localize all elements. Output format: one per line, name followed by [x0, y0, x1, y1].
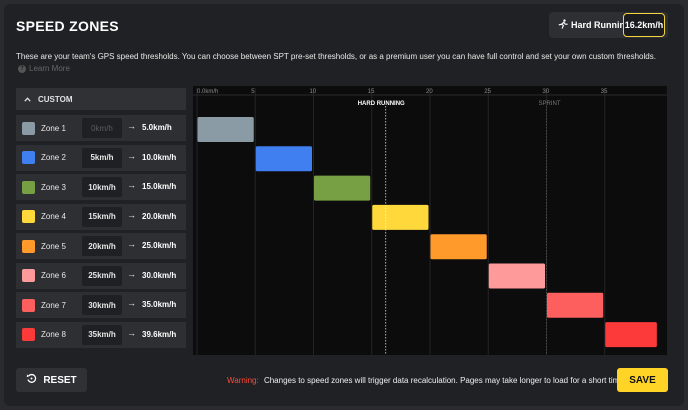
zone-bar [547, 292, 604, 318]
zone-bar [605, 322, 657, 348]
warning-message: Warning: Changes to speed zones will tri… [227, 376, 626, 385]
x-tick-label: 10 [310, 89, 317, 95]
x-tick-label: 25 [484, 89, 491, 95]
zone-bar [197, 117, 254, 142]
arrow-right-icon: → [127, 239, 136, 249]
zone-name: Zone 7 [41, 300, 66, 310]
zone-bar [488, 263, 545, 289]
zone-from-input: 0km/h [82, 118, 122, 138]
zone-bar [314, 175, 371, 201]
preset-label: CUSTOM [38, 94, 73, 104]
arrow-right-icon: → [127, 150, 136, 161]
learn-more-label: Learn More [29, 64, 70, 73]
zone-to-value: 25.0km/h [142, 241, 177, 250]
zone-color-swatch[interactable] [22, 298, 35, 312]
zone-from-input[interactable]: 5km/h [82, 147, 122, 168]
arrow-right-icon: → [127, 268, 136, 279]
chevron-up-icon [24, 95, 31, 104]
x-tick-label: 0.0km/h [197, 89, 218, 95]
zone-name: Zone 4 [41, 212, 66, 221]
arrow-right-icon: → [127, 327, 136, 338]
zone-color-swatch[interactable] [22, 151, 35, 164]
zone-row: Zone 2 5km/h → 10.0km/h [16, 144, 186, 171]
threshold-label: SPRINT [539, 101, 561, 107]
zone-to-value: 35.0km/h [142, 300, 177, 309]
zone-to-value: 15.0km/h [142, 182, 177, 191]
arrow-right-icon: → [127, 209, 136, 220]
zone-to-value: 5.0km/h [142, 123, 172, 132]
zone-row: Zone 8 35km/h → 39.6km/h [16, 321, 186, 348]
threshold-label: HARD RUNNING [358, 101, 405, 107]
reset-icon [26, 373, 37, 387]
zone-row: Zone 7 30km/h → 35.0km/h [16, 292, 186, 318]
zone-color-swatch[interactable] [22, 269, 35, 282]
zone-from-input[interactable]: 10km/h [82, 177, 122, 197]
reset-button[interactable]: RESET [16, 368, 87, 392]
runner-icon [558, 19, 568, 31]
zone-from-input[interactable]: 15km/h [82, 206, 122, 227]
preset-dropdown[interactable]: CUSTOM [16, 88, 186, 110]
zone-row: Zone 3 10km/h → 15.0km/h [16, 174, 186, 200]
zone-name: Zone 8 [41, 330, 66, 339]
description-text: These are your team's GPS speed threshol… [16, 52, 656, 61]
page-title: SPEED ZONES [16, 18, 119, 34]
x-tick-label: 30 [543, 89, 550, 95]
zone-to-value: 20.0km/h [142, 211, 177, 221]
zone-color-swatch[interactable] [22, 210, 35, 223]
help-icon: ? [18, 64, 26, 73]
arrow-right-icon: → [127, 121, 136, 131]
zone-bar [372, 204, 429, 230]
zone-to-value: 30.0km/h [142, 270, 177, 280]
save-button[interactable]: SAVE [617, 368, 668, 392]
zone-name: Zone 3 [41, 182, 66, 192]
zone-row: Zone 4 15km/h → 20.0km/h [16, 203, 186, 230]
x-tick-label: 15 [368, 89, 375, 95]
zone-from-input[interactable]: 35km/h [82, 324, 122, 345]
warning-text: Changes to speed zones will trigger data… [263, 376, 626, 385]
reset-label: RESET [43, 374, 77, 386]
zone-from-input[interactable]: 25km/h [82, 265, 122, 286]
zone-row: Zone 6 25km/h → 30.0km/h [16, 262, 186, 289]
zone-color-swatch[interactable] [22, 180, 35, 194]
zone-name: Zone 6 [41, 271, 66, 280]
zone-color-swatch[interactable] [22, 121, 35, 135]
zone-color-swatch[interactable] [22, 328, 35, 341]
arrow-right-icon: → [127, 298, 136, 308]
learn-more-link[interactable]: ? Learn More [18, 64, 70, 73]
zone-bar [255, 146, 312, 172]
x-tick-label: 20 [426, 89, 433, 95]
zone-name: Zone 1 [41, 123, 66, 133]
zone-to-value: 39.6km/h [142, 329, 177, 339]
zone-bar [430, 234, 487, 260]
zone-name: Zone 2 [41, 153, 66, 162]
hard-running-input[interactable]: 16.2km/h [623, 13, 665, 37]
x-tick-label: 35 [601, 89, 608, 95]
hard-running-label: Hard Running [558, 19, 631, 31]
x-tick-label: 5 [251, 89, 255, 95]
arrow-right-icon: → [127, 180, 136, 190]
zone-to-value: 10.0km/h [142, 152, 177, 162]
zone-from-input[interactable]: 30km/h [82, 295, 122, 315]
zone-from-input[interactable]: 20km/h [82, 236, 122, 256]
zone-row: Zone 5 20km/h → 25.0km/h [16, 233, 186, 259]
zone-row: Zone 1 0km/h → 5.0km/h [16, 115, 186, 141]
warning-label: Warning: [227, 376, 259, 385]
zone-color-swatch[interactable] [22, 239, 35, 253]
hard-running-text: Hard Running [571, 20, 631, 30]
zone-name: Zone 5 [41, 241, 66, 251]
